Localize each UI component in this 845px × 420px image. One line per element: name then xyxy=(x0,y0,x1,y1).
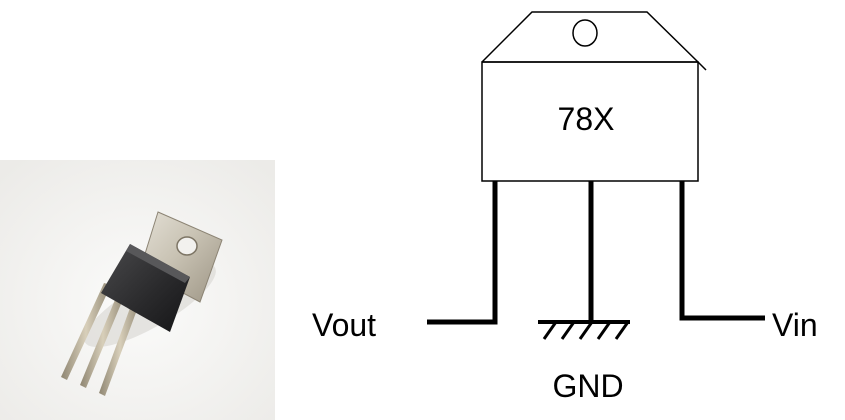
schematic-tab-hole xyxy=(572,19,598,47)
lead-middle xyxy=(80,290,126,388)
regulator-schematic xyxy=(427,11,765,340)
regulator-leads xyxy=(61,283,141,396)
tab-hole xyxy=(176,236,198,256)
pin-label-gnd: GND xyxy=(552,368,623,404)
lead-left xyxy=(61,283,111,380)
pin-label-vin: Vin xyxy=(772,307,818,343)
pin-vin-wire xyxy=(679,181,765,321)
schematic-tab-outline xyxy=(481,11,699,63)
pin-vout-wire xyxy=(427,181,498,325)
schematic-tab-tick xyxy=(697,61,707,71)
to-220-voltage-regulator-photo xyxy=(0,160,275,420)
ground-symbol-icon xyxy=(538,320,630,340)
lead-right xyxy=(99,297,141,396)
chip-label: 78X xyxy=(558,101,615,137)
regulator-body-top xyxy=(126,244,190,283)
pin-label-vout: Vout xyxy=(312,307,376,343)
